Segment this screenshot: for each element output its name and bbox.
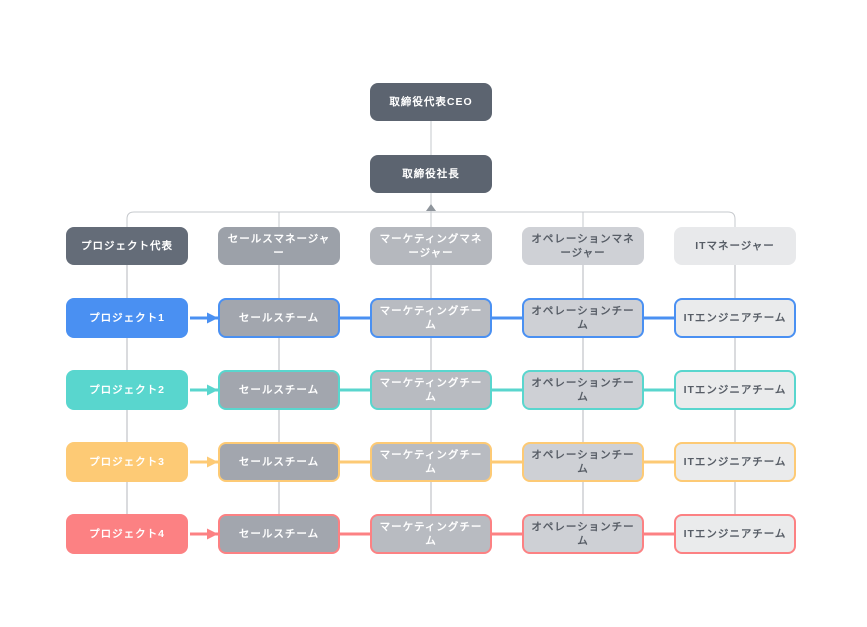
node-label: セールスチーム (238, 311, 320, 324)
node-team-sales-p3: セールスチーム (218, 442, 340, 482)
node-team-marketing-p4: マーケティングチーム (370, 514, 492, 554)
node-team-operations-p4: オペレーションチーム (522, 514, 644, 554)
node-manager-marketing: マーケティングマネージャー (370, 227, 492, 265)
node-label: プロジェクト3 (89, 455, 165, 468)
node-president: 取締役社長 (370, 155, 492, 193)
node-label: ITエンジニアチーム (683, 527, 787, 540)
node-label: プロジェクト代表 (81, 239, 173, 252)
node-label: ITエンジニアチーム (683, 383, 787, 396)
node-label: マーケティングチーム (379, 304, 483, 331)
node-team-operations-p3: オペレーションチーム (522, 442, 644, 482)
node-label: セールスマネージャー (227, 232, 331, 259)
caret-up-icon (426, 204, 436, 211)
arrow-right-icon (207, 312, 218, 324)
node-label: セールスチーム (238, 527, 320, 540)
node-team-marketing-p1: マーケティングチーム (370, 298, 492, 338)
node-ceo: 取締役代表CEO (370, 83, 492, 121)
node-label: 取締役社長 (402, 167, 460, 180)
node-label: ITマネージャー (695, 239, 775, 252)
node-label: ITエンジニアチーム (683, 311, 787, 324)
node-project-3: プロジェクト3 (66, 442, 188, 482)
node-team-marketing-p2: マーケティングチーム (370, 370, 492, 410)
node-label: オペレーションチーム (531, 448, 635, 475)
node-label: プロジェクト4 (89, 527, 165, 540)
node-team-it-p1: ITエンジニアチーム (674, 298, 796, 338)
node-label: マーケティングチーム (379, 520, 483, 547)
node-label: マーケティングチーム (379, 448, 483, 475)
arrow-right-icon (207, 528, 218, 540)
node-label: マーケティングマネージャー (379, 232, 483, 259)
node-manager-project-rep: プロジェクト代表 (66, 227, 188, 265)
node-label: オペレーションチーム (531, 304, 635, 331)
node-label: 取締役代表CEO (389, 95, 473, 108)
node-manager-sales: セールスマネージャー (218, 227, 340, 265)
node-team-marketing-p3: マーケティングチーム (370, 442, 492, 482)
node-label: ITエンジニアチーム (683, 455, 787, 468)
node-label: オペレーションチーム (531, 520, 635, 547)
node-label: オペレーションチーム (531, 376, 635, 403)
node-team-sales-p4: セールスチーム (218, 514, 340, 554)
node-project-1: プロジェクト1 (66, 298, 188, 338)
arrow-right-icon (207, 384, 218, 396)
node-label: セールスチーム (238, 455, 320, 468)
node-team-it-p2: ITエンジニアチーム (674, 370, 796, 410)
node-project-4: プロジェクト4 (66, 514, 188, 554)
node-team-operations-p2: オペレーションチーム (522, 370, 644, 410)
node-manager-operations: オペレーションマネージャー (522, 227, 644, 265)
node-label: プロジェクト1 (89, 311, 165, 324)
node-label: プロジェクト2 (89, 383, 165, 396)
node-label: オペレーションマネージャー (531, 232, 635, 259)
node-team-it-p4: ITエンジニアチーム (674, 514, 796, 554)
node-team-it-p3: ITエンジニアチーム (674, 442, 796, 482)
node-label: セールスチーム (238, 383, 320, 396)
node-team-operations-p1: オペレーションチーム (522, 298, 644, 338)
tree-lines (126, 121, 736, 227)
node-team-sales-p1: セールスチーム (218, 298, 340, 338)
node-manager-it: ITマネージャー (674, 227, 796, 265)
node-project-2: プロジェクト2 (66, 370, 188, 410)
node-label: マーケティングチーム (379, 376, 483, 403)
node-team-sales-p2: セールスチーム (218, 370, 340, 410)
arrow-right-icon (207, 456, 218, 468)
